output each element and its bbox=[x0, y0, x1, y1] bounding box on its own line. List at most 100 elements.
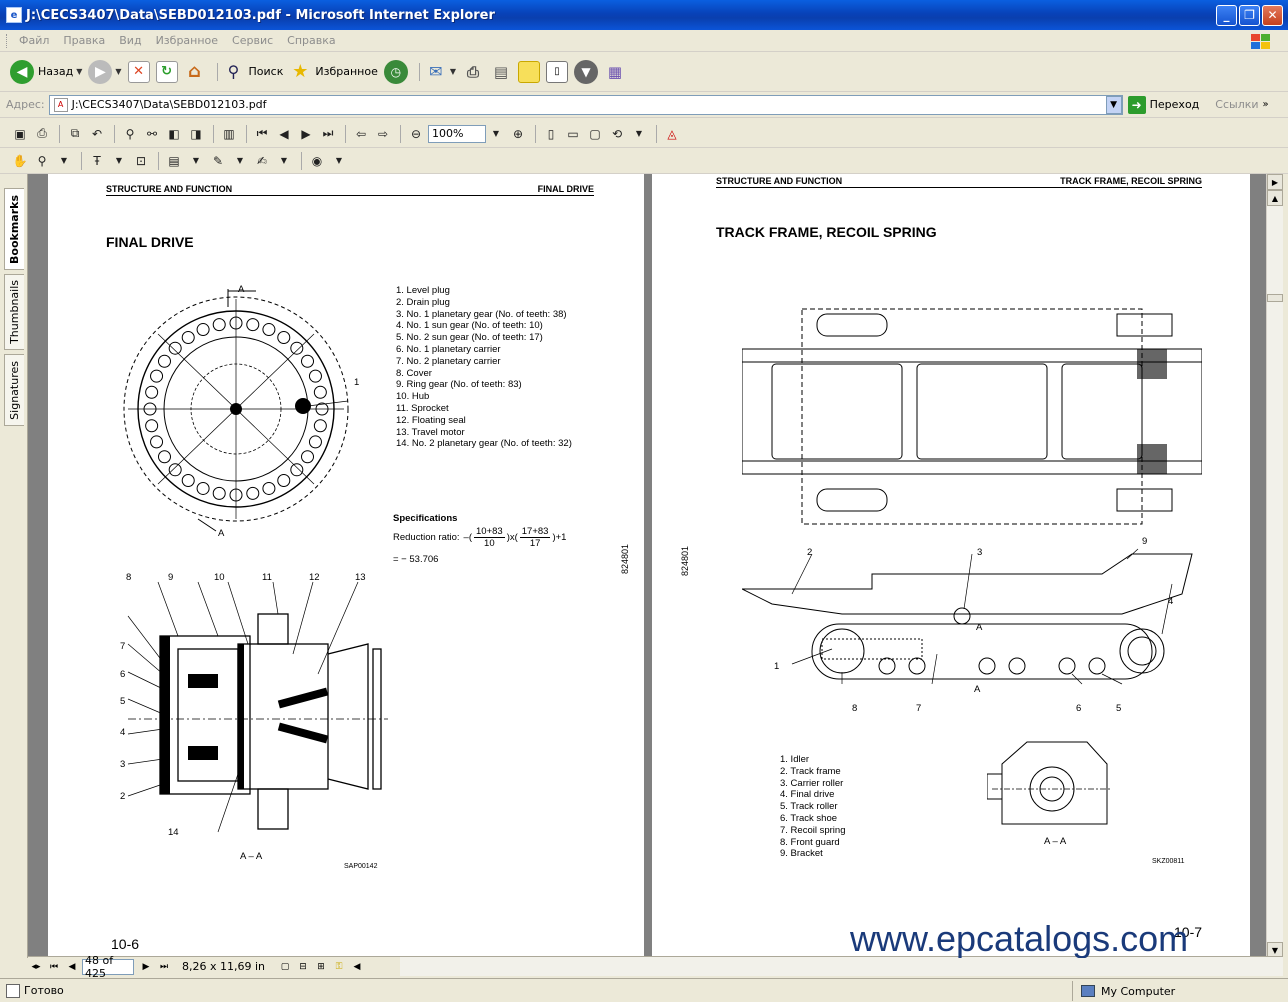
zoom-tool-icon[interactable]: ⚲ bbox=[37, 153, 47, 168]
note-icon bbox=[518, 60, 540, 83]
history-button[interactable]: ◷ bbox=[383, 56, 408, 88]
maximize-button[interactable]: ❐ bbox=[1239, 4, 1260, 26]
text-select-icon[interactable]: Ŧ bbox=[93, 153, 101, 168]
refresh-button[interactable]: ↻ bbox=[155, 56, 178, 88]
page-number-field[interactable]: 48 of 425 bbox=[82, 954, 134, 980]
favorites-button[interactable]: ★ Избранное bbox=[289, 56, 378, 88]
continuous-icon[interactable]: ⊟ bbox=[299, 961, 307, 972]
zoom-tool-dropdown-icon[interactable]: ▼ bbox=[60, 156, 68, 165]
find-icon[interactable]: ⚲ bbox=[125, 126, 135, 141]
prev-page-button-icon[interactable]: ◀ bbox=[68, 961, 76, 972]
single-page-icon[interactable]: ▢ bbox=[280, 961, 290, 972]
messenger-button[interactable]: ▯ bbox=[546, 56, 568, 88]
bolt-hole bbox=[150, 369, 164, 383]
text-select-dropdown-icon[interactable]: ▼ bbox=[115, 156, 123, 165]
fit-width-icon[interactable]: ◨ bbox=[190, 126, 202, 141]
minimize-button[interactable]: _ bbox=[1216, 4, 1237, 26]
vertical-scrollbar[interactable]: ▶ ▲ ▼ bbox=[1266, 174, 1283, 958]
bolt-hole bbox=[196, 323, 210, 337]
print-icon[interactable]: ⎙ bbox=[37, 126, 47, 140]
search-button[interactable]: ⚲ Поиск bbox=[223, 56, 284, 88]
copy-icon[interactable]: ⧉ bbox=[70, 126, 80, 140]
pencil-dropdown-icon[interactable]: ▼ bbox=[236, 156, 244, 165]
next-page-icon[interactable]: ▶ bbox=[301, 126, 311, 141]
facing-icon[interactable]: ⊞ bbox=[317, 961, 325, 972]
links-chevron-icon[interactable]: » bbox=[1262, 99, 1269, 110]
scroll-thumb[interactable] bbox=[1267, 294, 1283, 302]
menu-favorites[interactable]: Избранное bbox=[155, 34, 219, 47]
stamp-dropdown-icon[interactable]: ▼ bbox=[335, 156, 343, 165]
bolt-hole bbox=[262, 481, 276, 495]
home-button[interactable]: ⌂ bbox=[184, 56, 206, 88]
zoom-in-icon[interactable]: ⊕ bbox=[512, 126, 524, 141]
go-button[interactable]: ➜ Переход bbox=[1127, 95, 1199, 114]
fit-page-icon[interactable]: ◧ bbox=[168, 126, 180, 141]
back-dropdown-icon[interactable]: ▼ bbox=[76, 67, 83, 76]
menu-help[interactable]: Справка bbox=[287, 34, 336, 47]
mail-button[interactable]: ✉▼ bbox=[425, 56, 456, 88]
track-frame-plan-view bbox=[742, 308, 1202, 525]
hand-tool-icon[interactable]: ✋ bbox=[12, 153, 28, 168]
research-button[interactable]: ▼ bbox=[574, 56, 598, 88]
menu-view[interactable]: Вид bbox=[119, 34, 142, 47]
scroll-up-icon[interactable]: ▲ bbox=[1267, 190, 1283, 206]
links-button[interactable]: Ссылки bbox=[1215, 98, 1259, 111]
list-item: 7. Recoil spring bbox=[780, 824, 846, 836]
pdf-toolbar-main: ▣ ⎙ ⧉ ↶ ⚲ ⚯ ◧ ◨ ▥ ⏮ ◀ ▶ ⏭ ⇦ ⇨ ⊖ 100% ▼ ⊕… bbox=[0, 120, 1288, 148]
page-up-icon[interactable]: ▶ bbox=[1267, 174, 1283, 190]
forward-dropdown-icon[interactable]: ▼ bbox=[115, 67, 122, 76]
search-web-icon[interactable]: ⚯ bbox=[146, 126, 158, 141]
note-tool-dropdown-icon[interactable]: ▼ bbox=[192, 156, 200, 165]
tab-bookmarks[interactable]: Bookmarks bbox=[4, 188, 24, 270]
zoom-input[interactable]: 100% bbox=[428, 124, 486, 143]
snapshot-icon[interactable]: ⊡ bbox=[135, 153, 147, 168]
menu-tools[interactable]: Сервис bbox=[232, 34, 274, 47]
zoom-out-icon[interactable]: ⊖ bbox=[410, 126, 422, 141]
split-icon[interactable]: ◂▸ bbox=[31, 961, 41, 972]
tab-thumbnails[interactable]: Thumbnails bbox=[4, 274, 24, 350]
media-button[interactable]: ▦ bbox=[604, 56, 626, 88]
horizontal-scrollbar[interactable] bbox=[400, 956, 1283, 976]
discuss-button[interactable] bbox=[518, 56, 540, 88]
last-page-button-icon[interactable]: ⏭ bbox=[159, 961, 169, 972]
actual-size-icon[interactable]: ▯ bbox=[547, 126, 555, 141]
tab-signatures[interactable]: Signatures bbox=[4, 354, 24, 426]
pdf-toolbar-tools: ✋ ⚲ ▼ Ŧ ▼ ⊡ ▤ ▼ ✎ ▼ ✍ ▼ ◉ ▼ bbox=[0, 148, 1288, 174]
pencil-icon[interactable]: ✎ bbox=[212, 153, 224, 168]
last-page-icon[interactable]: ⏭ bbox=[322, 126, 334, 140]
highlight-dropdown-icon[interactable]: ▼ bbox=[280, 156, 288, 165]
bolt-hole bbox=[301, 450, 315, 464]
prev-page-icon[interactable]: ◀ bbox=[279, 126, 289, 141]
acrobat-icon[interactable]: ◬ bbox=[667, 126, 677, 141]
first-page-button-icon[interactable]: ⏮ bbox=[49, 961, 59, 972]
menu-edit[interactable]: Правка bbox=[63, 34, 106, 47]
edit-button[interactable]: ▤ bbox=[490, 56, 512, 88]
next-page-button-icon[interactable]: ▶ bbox=[142, 961, 150, 972]
forward-button[interactable]: ▶ ▼ bbox=[88, 56, 122, 88]
close-button[interactable]: ✕ bbox=[1262, 4, 1283, 26]
go-back-view-icon[interactable]: ⇦ bbox=[355, 126, 367, 141]
scroll-down-icon[interactable]: ▼ bbox=[1267, 942, 1283, 958]
zoom-dropdown-icon[interactable]: ▼ bbox=[492, 129, 500, 138]
address-input[interactable]: A J:\CECS3407\Data\SEBD012103.pdf bbox=[48, 94, 1123, 115]
hscroll-left-icon[interactable]: ◀ bbox=[353, 961, 361, 972]
document-view[interactable]: STRUCTURE AND FUNCTION FINAL DRIVE FINAL… bbox=[28, 174, 1266, 958]
go-forward-view-icon[interactable]: ⇨ bbox=[377, 126, 389, 141]
menu-file[interactable]: Файл bbox=[19, 34, 50, 47]
fit-in-window-icon[interactable]: ▭ bbox=[567, 126, 579, 141]
address-dropdown-icon[interactable]: ▼ bbox=[1105, 95, 1122, 114]
stamp-icon[interactable]: ◉ bbox=[311, 153, 323, 168]
mail-dropdown-icon[interactable]: ▼ bbox=[449, 67, 456, 76]
stop-button[interactable]: ✕ bbox=[127, 56, 150, 88]
highlight-icon[interactable]: ✍ bbox=[256, 153, 268, 168]
print-button[interactable]: ⎙ bbox=[462, 56, 484, 88]
rotate-icon[interactable]: ⟲ bbox=[611, 126, 623, 141]
rotate-dropdown-icon[interactable]: ▼ bbox=[635, 129, 643, 138]
note-tool-icon[interactable]: ▤ bbox=[168, 153, 180, 168]
show-pane-icon[interactable]: ▥ bbox=[223, 126, 235, 141]
back-button[interactable]: ◀ Назад ▼ bbox=[10, 56, 82, 88]
undo-icon[interactable]: ↶ bbox=[91, 126, 103, 141]
fit-visible-icon[interactable]: ▢ bbox=[589, 126, 601, 141]
save-icon[interactable]: ▣ bbox=[14, 126, 26, 141]
first-page-icon[interactable]: ⏮ bbox=[256, 126, 268, 140]
